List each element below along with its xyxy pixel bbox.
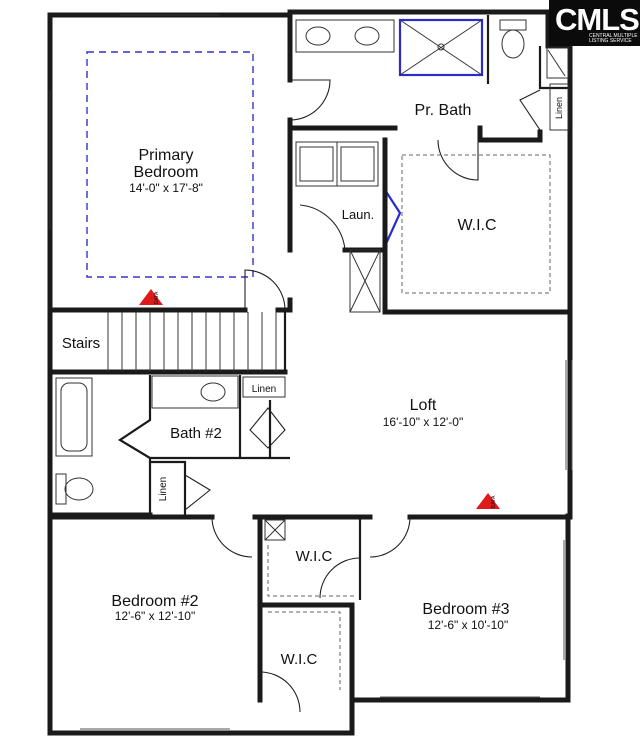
room-name: W.I.C xyxy=(457,217,496,234)
drain-icon xyxy=(437,43,445,51)
room-name: Stairs xyxy=(62,335,100,352)
room-name: Bedroom #3 xyxy=(422,601,509,618)
wic-door-swing xyxy=(437,139,479,181)
rug-outline xyxy=(86,51,254,278)
sink-icon xyxy=(200,382,226,402)
room-dimensions: 12'-6" x 10'-10" xyxy=(428,618,508,632)
room-name: Linen xyxy=(158,477,169,501)
logo-subtitle: CENTRAL MULTIPLE LISTING SERVICE xyxy=(589,33,638,44)
stair-treads xyxy=(107,312,277,372)
room-name: W.I.C xyxy=(296,548,333,565)
double-vanity xyxy=(295,19,395,53)
linen-door xyxy=(184,474,211,511)
loft: Loft 16'-10" x 12'-0" xyxy=(383,360,573,470)
sink-icon xyxy=(354,26,380,46)
room-dimensions: 16'-10" x 12'-0" xyxy=(383,415,463,429)
data-marker: DATA xyxy=(476,493,500,509)
wic-door-swing xyxy=(319,557,361,599)
linen-closet xyxy=(242,376,286,398)
cmls-logo: CMLS CENTRAL MULTIPLE LISTING SERVICE xyxy=(549,0,640,46)
room-name: Linen xyxy=(554,97,564,119)
toilet-icon xyxy=(501,29,525,59)
linen-door xyxy=(519,89,541,131)
wic-door-swing xyxy=(259,671,301,713)
linen-door xyxy=(249,407,286,449)
laundry-wic-door xyxy=(383,189,402,247)
room-name: Bedroom #2 xyxy=(111,593,198,610)
bedroom3-door-swing xyxy=(369,516,411,558)
toilet-tank xyxy=(55,473,67,505)
bath-2: Bath #2 Linen Linen xyxy=(47,375,290,518)
marker-label: DATA xyxy=(154,291,160,304)
data-marker: DATA xyxy=(139,289,163,305)
room-name: Loft xyxy=(410,397,437,414)
linen-closet xyxy=(549,83,569,131)
bedroom-2: Bedroom #2 12'-6" x 12'-10" xyxy=(111,593,198,623)
room-name: Linen xyxy=(252,384,276,395)
laundry: Laun. xyxy=(295,141,402,313)
shelf xyxy=(546,47,569,79)
bath-door-swing xyxy=(289,79,331,121)
lower-walls xyxy=(47,514,573,730)
primary-bedroom: Primary Bedroom 14'-0" x 17'-8" xyxy=(47,12,398,313)
toilet-tank xyxy=(499,19,527,31)
shelf xyxy=(349,249,381,313)
hvac-chase xyxy=(264,519,286,541)
marker-label: DATA xyxy=(491,495,497,508)
room-name: Primary xyxy=(138,147,193,164)
primary-wic: W.I.C xyxy=(382,137,573,315)
room-dimensions: 14'-0" x 17'-8" xyxy=(129,181,203,195)
toilet-icon xyxy=(64,477,94,501)
room-dimensions: 12'-6" x 12'-10" xyxy=(115,609,195,623)
bathtub-icon xyxy=(55,377,93,457)
closet-shelving xyxy=(401,154,551,294)
bedroom-door-swing xyxy=(244,269,286,311)
sink-icon xyxy=(305,26,331,46)
room-name: Bath #2 xyxy=(170,425,222,442)
room-name: Pr. Bath xyxy=(415,102,472,119)
stairs: Stairs xyxy=(47,312,288,375)
primary-bath: Pr. Bath Linen xyxy=(295,15,570,181)
room-name: Laun. xyxy=(342,207,375,222)
vanity xyxy=(151,375,239,409)
room-name: W.I.C xyxy=(281,651,318,668)
room-name: Bedroom xyxy=(134,164,199,181)
laundry-door-swing xyxy=(299,204,346,251)
bedroom-3: Bedroom #3 12'-6" x 10'-10" xyxy=(422,601,509,632)
bedroom2-door-swing xyxy=(211,516,253,558)
shower xyxy=(398,18,484,77)
logo-text: CMLS xyxy=(555,2,640,37)
